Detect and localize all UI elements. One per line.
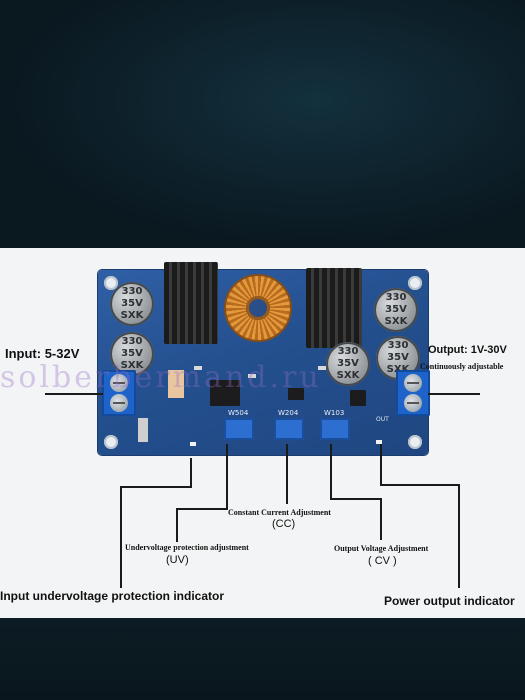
pot-label: W103 <box>324 409 345 417</box>
leader-line <box>458 484 460 588</box>
leader-line <box>380 444 382 484</box>
transistor <box>288 388 304 400</box>
toroid-inductor <box>226 276 290 340</box>
mount-hole <box>104 435 118 449</box>
leader-line <box>428 393 480 395</box>
leader-line <box>286 444 288 504</box>
cv-abbr-label: ( CV ) <box>368 555 397 567</box>
leader-line <box>380 484 460 486</box>
capacitor: 330 35V SXK <box>326 342 370 386</box>
capacitor-mark: 35V <box>337 358 359 369</box>
leader-line <box>176 508 178 542</box>
heatsink-left <box>164 262 218 344</box>
input-terminal <box>102 370 136 416</box>
smd-resistor <box>318 366 326 370</box>
leader-line <box>330 498 382 500</box>
output-indicator-label: Power output indicator <box>384 594 515 608</box>
pin-header <box>138 418 148 442</box>
capacitor-mark: 330 <box>387 340 409 351</box>
smd-resistor <box>248 374 256 378</box>
current-potentiometer: W204 <box>274 409 304 440</box>
leader-line <box>226 444 228 510</box>
capacitor-mark: 35V <box>385 304 407 315</box>
capacitor: 330 35V SXK <box>374 288 418 332</box>
output-note-label: Continuously adjustable <box>420 362 504 371</box>
capacitor-mark: SXK <box>120 360 144 371</box>
leader-line <box>330 444 332 498</box>
pot-label: W504 <box>228 409 249 417</box>
leader-line <box>120 486 192 488</box>
capacitor-mark: 330 <box>337 346 359 357</box>
capacitor-mark: 330 <box>121 286 143 297</box>
input-undervoltage-led <box>190 442 196 446</box>
capacitor-mark: SXK <box>384 316 408 327</box>
relay-component <box>168 370 184 398</box>
smd-resistor <box>194 366 202 370</box>
screw-icon <box>404 374 422 392</box>
monitor-bezel <box>0 618 525 700</box>
undervoltage-potentiometer: W504 <box>224 409 254 440</box>
mount-hole <box>408 276 422 290</box>
silkscreen-out: OUT <box>376 416 389 423</box>
capacitor-mark: 330 <box>121 336 143 347</box>
circuit-board: 330 35V SXK 330 35V SXK 330 35V SXK 330 … <box>98 262 430 455</box>
uv-title-label: Undervoltage protection adjustment <box>125 543 249 552</box>
capacitor: 330 35V SXK <box>110 282 154 326</box>
capacitor-mark: 35V <box>121 348 143 359</box>
voltage-potentiometer: W103 <box>320 409 350 440</box>
mount-hole <box>104 276 118 290</box>
capacitor-mark: SXK <box>376 364 420 375</box>
leader-line <box>380 498 382 540</box>
cc-title-label: Constant Current Adjustment <box>228 508 331 517</box>
capacitor-mark: 35V <box>387 352 409 363</box>
cv-title-label: Output Voltage Adjustment <box>334 544 429 553</box>
output-voltage-label: Output: 1V-30V <box>428 344 507 356</box>
watermark: solberbermand.ru <box>0 360 322 395</box>
input-indicator-label: Input undervoltage protection indicator <box>0 589 225 603</box>
cc-abbr-label: (CC) <box>272 518 296 530</box>
capacitor-mark: SXK <box>336 370 360 381</box>
controller-chip <box>210 380 240 406</box>
leader-line <box>176 508 226 510</box>
screw-icon <box>110 394 128 412</box>
heatsink-right <box>306 268 362 348</box>
capacitor-mark: SXK <box>120 310 144 321</box>
monitor-background <box>0 0 525 250</box>
input-voltage-label: Input: 5-32V <box>5 346 80 361</box>
screw-icon <box>110 374 128 392</box>
output-led <box>376 440 382 444</box>
pot-label: W204 <box>278 409 299 417</box>
leader-line <box>190 458 192 488</box>
output-terminal <box>396 370 430 416</box>
transistor <box>350 390 366 406</box>
screw-icon <box>404 394 422 412</box>
leader-line <box>120 486 122 588</box>
mount-hole <box>408 435 422 449</box>
uv-abbr-label: (UV) <box>166 554 189 566</box>
product-photo: 330 35V SXK 330 35V SXK 330 35V SXK 330 … <box>0 248 525 618</box>
capacitor-mark: 35V <box>121 298 143 309</box>
capacitor: 330 35V SXK <box>110 332 154 376</box>
leader-line <box>45 393 103 395</box>
capacitor-mark: 330 <box>385 292 407 303</box>
